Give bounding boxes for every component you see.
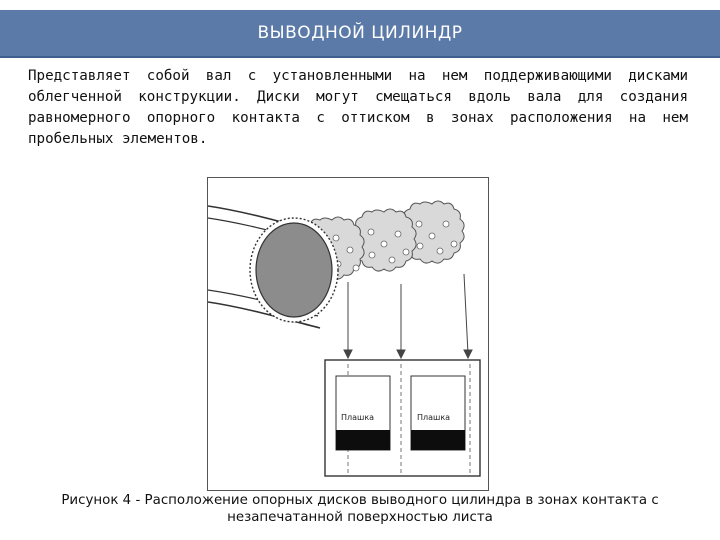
support-disc-2 <box>351 208 417 272</box>
slide-title: ВЫВОДНОЙ ЦИЛИНДР <box>257 23 463 43</box>
die-label-left: Плашка <box>341 413 374 422</box>
figure-illustration: Плашка Плашка <box>207 177 489 491</box>
cylinder-diagram: Плашка Плашка <box>208 200 481 477</box>
figure-caption: Рисунок 4 - Расположение опорных дисков … <box>0 492 720 526</box>
printing-die-right: Плашка <box>410 375 466 451</box>
printing-die-left: Плашка <box>335 375 391 451</box>
caption-line-1: Рисунок 4 - Расположение опорных дисков … <box>61 493 659 508</box>
title-bar: ВЫВОДНОЙ ЦИЛИНДР <box>0 10 720 58</box>
die-label-right: Плашка <box>417 413 450 422</box>
support-disc-3 <box>399 200 465 264</box>
cylinder-end-gear <box>249 217 339 323</box>
contact-arrows <box>343 273 473 360</box>
caption-line-2: незапечатанной поверхностью листа <box>227 510 493 525</box>
body-paragraph: Представляет собой вал с установленными … <box>28 68 688 147</box>
